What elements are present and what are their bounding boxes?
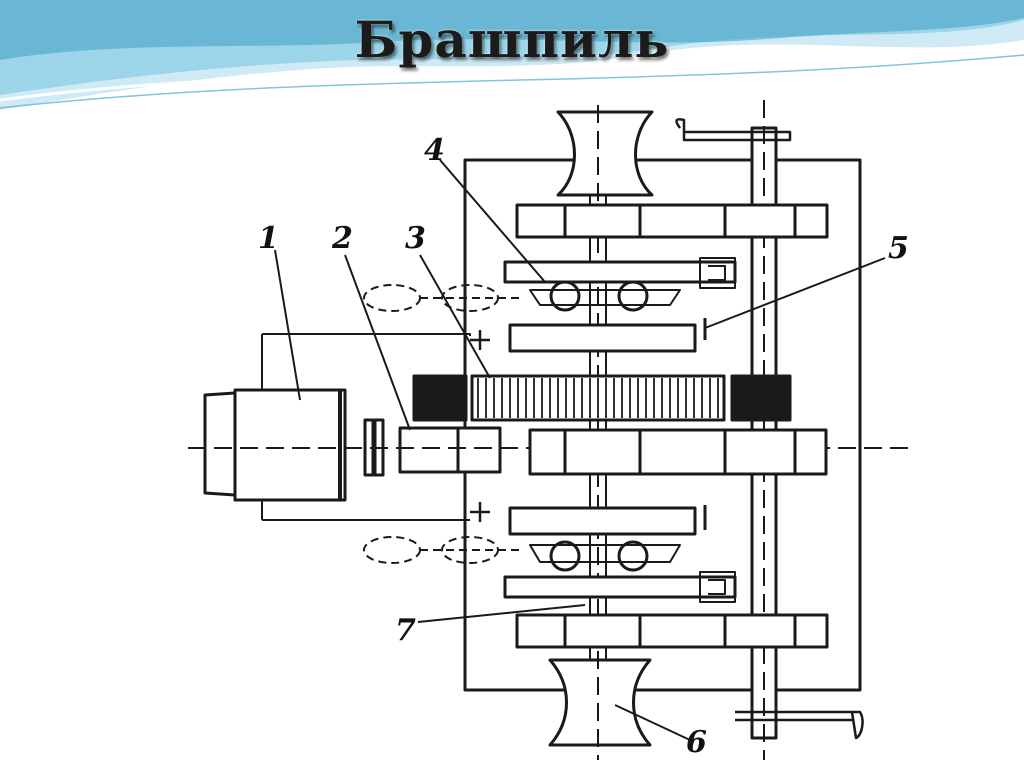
label-drum: 6: [686, 725, 707, 760]
windlass-diagram: [188, 100, 910, 760]
leader-5: [704, 257, 886, 329]
label-coupling: 2: [331, 221, 353, 256]
lower-drum: [548, 658, 652, 747]
header-waves: [0, 0, 1024, 110]
label-brake: 4: [424, 133, 445, 168]
slide-title: Брашпиль: [354, 10, 670, 69]
gear-left: [412, 374, 468, 422]
label-clutch: 7: [395, 613, 416, 648]
part-labels: 1 2 3 4 5 7 6: [258, 133, 909, 760]
label-gear: 3: [405, 221, 426, 256]
upper-drum: [556, 110, 654, 197]
top-handle: [675, 118, 792, 142]
motor-body: [233, 388, 347, 502]
label-shaft-lever: 5: [888, 231, 909, 266]
worm: [398, 426, 502, 474]
leader-7: [417, 604, 586, 623]
leader-3: [419, 254, 491, 379]
gear-right: [730, 374, 792, 422]
leader-4: [439, 159, 546, 283]
leader-2: [344, 254, 411, 431]
motor-endcap: [203, 391, 237, 497]
label-motor: 1: [258, 221, 279, 256]
leader-6: [614, 704, 691, 741]
frame-outline: [463, 158, 862, 692]
leader-1: [274, 249, 301, 401]
bottom-handle: [735, 710, 864, 740]
